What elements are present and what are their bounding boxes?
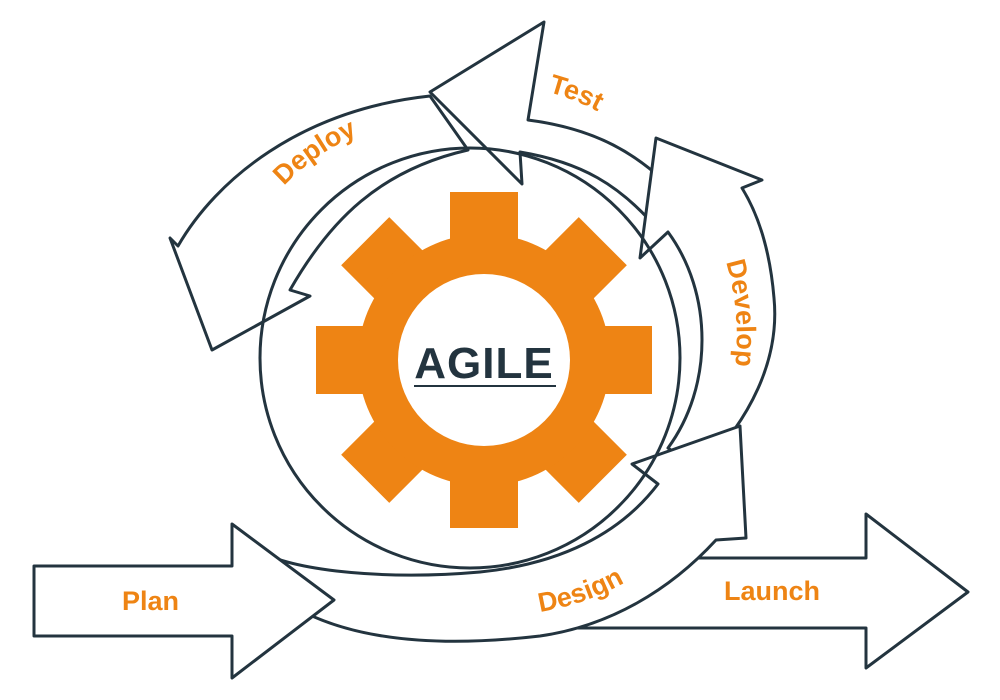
design-arc — [238, 424, 748, 643]
inner-ring — [258, 146, 682, 570]
deploy-arc — [168, 94, 470, 352]
center-title: AGILE — [414, 339, 553, 388]
gear-icon — [316, 192, 652, 528]
develop-arc — [638, 136, 777, 472]
test-arc — [428, 20, 690, 234]
plan-label: Plan — [122, 586, 179, 616]
test-label: Test — [546, 69, 608, 117]
plan-arrow — [32, 522, 336, 680]
launch-label: Launch — [724, 576, 820, 606]
launch-arrow — [558, 512, 970, 670]
test-label-path: Test — [546, 69, 608, 117]
